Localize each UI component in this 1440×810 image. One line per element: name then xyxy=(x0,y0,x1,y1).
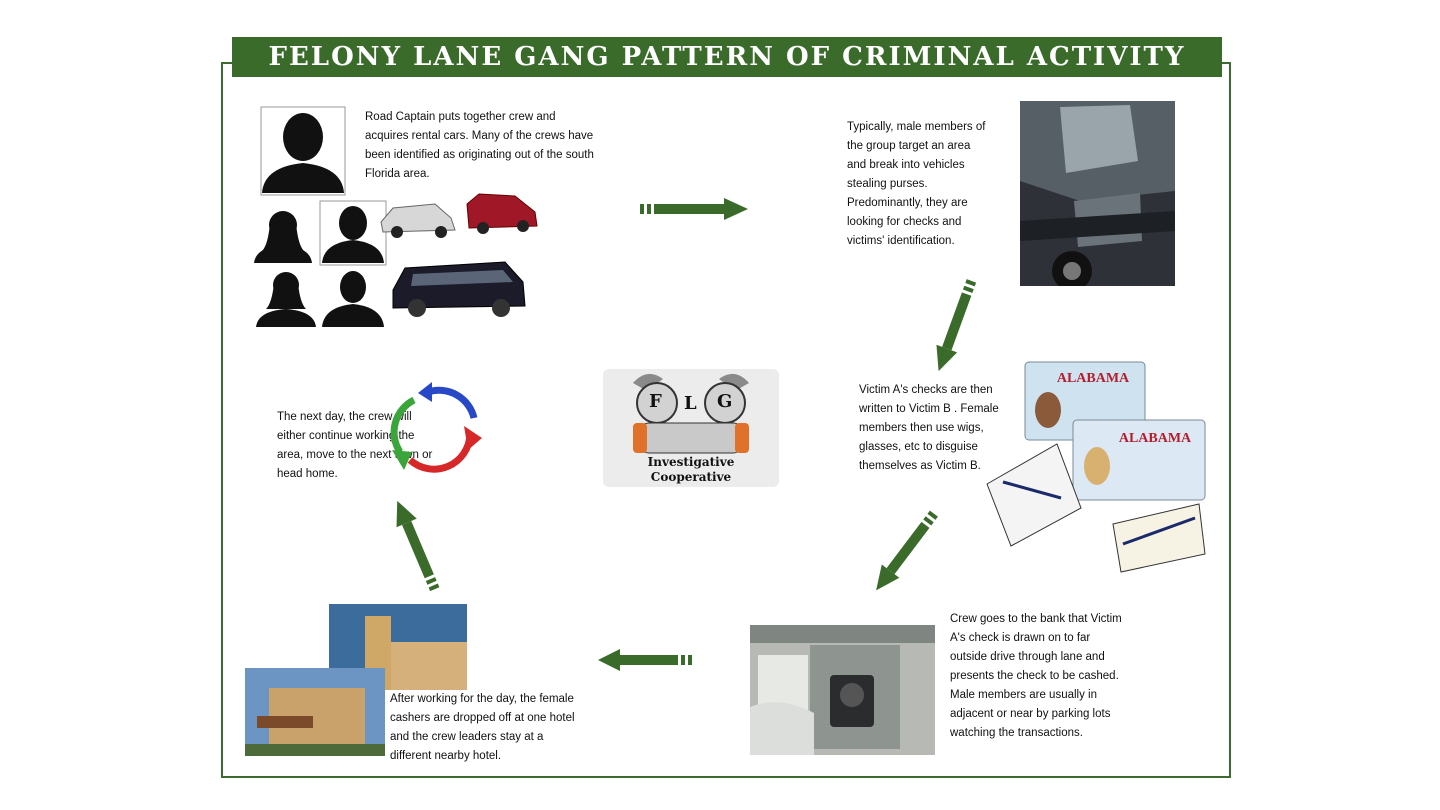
arrow-step3-to-step4 xyxy=(876,510,938,591)
cycle-arrows-icon xyxy=(390,382,482,473)
rental-cars-image xyxy=(380,193,538,317)
step-1-text: Road Captain puts together crew and acqu… xyxy=(365,111,594,180)
crew-silhouettes-image xyxy=(254,106,387,327)
flg-logo: F L G Investigative Cooperative xyxy=(603,369,779,487)
id-card-state-1: ALABAMA xyxy=(1057,371,1130,386)
arrow-step1-to-step2 xyxy=(640,198,748,220)
step-6-text: The next day, the crew will either conti… xyxy=(277,411,433,480)
step-2-text: Typically, male members of the group tar… xyxy=(847,121,986,247)
arrow-step4-to-step5 xyxy=(598,649,692,671)
id-card-state-2: ALABAMA xyxy=(1119,431,1192,446)
step-3-text: Victim A's checks are then written to Vi… xyxy=(859,384,999,472)
arrow-step2-to-step3 xyxy=(936,279,977,372)
logo-caption-2: Cooperative xyxy=(650,470,732,484)
broken-car-window-image xyxy=(1020,101,1175,286)
logo-letter-f: F xyxy=(649,391,662,412)
step-4-text: Crew goes to the bank that Victim A's ch… xyxy=(950,613,1122,739)
logo-letter-l: L xyxy=(684,393,697,414)
arrow-step5-to-step6 xyxy=(396,500,440,592)
checks-and-id-image: ALABAMA ALABAMA xyxy=(986,361,1206,573)
logo-letter-g: G xyxy=(717,391,733,412)
step-5-text: After working for the day, the female ca… xyxy=(390,693,575,762)
diagram-title: FELONY LANE GANG PATTERN OF CRIMINAL ACT… xyxy=(232,37,1222,77)
hotels-image xyxy=(245,604,467,756)
bank-drive-through-image xyxy=(750,625,935,755)
logo-caption-1: Investigative xyxy=(647,455,735,469)
